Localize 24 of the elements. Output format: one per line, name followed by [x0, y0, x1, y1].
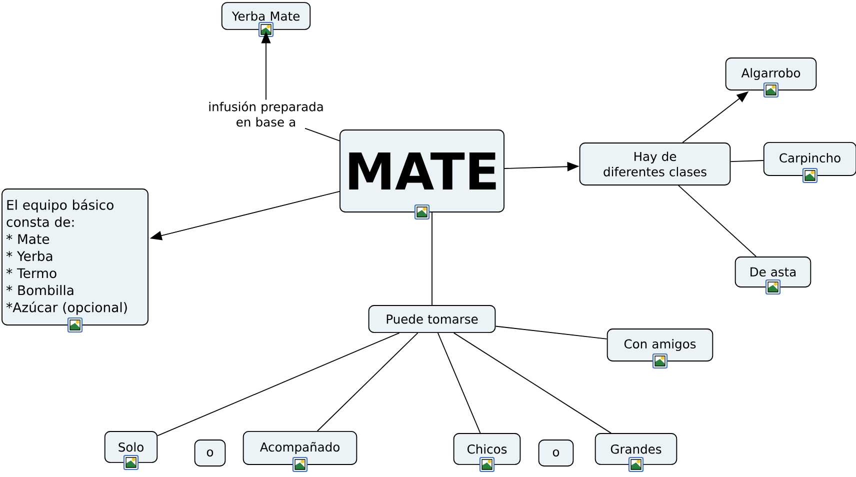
concept-box: o: [194, 440, 226, 466]
concept-box: Acompañado: [242, 430, 358, 465]
concept-box: Grandes: [594, 433, 678, 465]
connector-line: [495, 326, 608, 340]
connector-line: [453, 332, 612, 434]
concept-box: Algarrobo: [725, 58, 817, 90]
concept-box: o: [538, 440, 574, 466]
concept-box: Chicos: [453, 433, 521, 465]
concept-box: Puede tomarse: [368, 305, 496, 333]
concept-box: De asta: [734, 256, 812, 288]
concept-box: Carpincho: [763, 142, 856, 176]
concept-box: Con amigos: [606, 328, 714, 362]
connector-line: [157, 332, 400, 436]
connector-line: [304, 128, 340, 142]
linking-phrase: infusión preparada en base a: [209, 101, 323, 127]
connector-line: [730, 160, 764, 162]
concept-box: Hay de diferentes clases: [579, 142, 731, 186]
concept-box: Solo: [104, 431, 158, 463]
concept-box: El equipo básico consta de: * Mate * Yerba * Termo * Bombilla *Azúcar (opcional): [2, 188, 148, 326]
concept-box: MATE: [340, 130, 504, 212]
connector-line: [437, 332, 481, 434]
connector-line: [678, 185, 757, 257]
concept-box: Yerba Mate: [221, 2, 311, 30]
connector-line: [316, 332, 418, 432]
